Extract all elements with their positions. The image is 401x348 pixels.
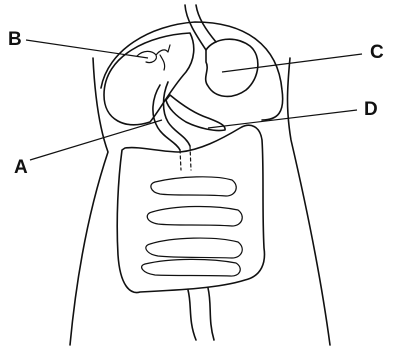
small-intestine-coil-3 [146,238,242,258]
label-d: D [364,99,378,120]
oesophagus-left-wall [185,5,206,50]
pancreas [166,95,225,131]
leader-line-d [208,110,357,128]
intestine-dashed-link [180,146,191,170]
rectum [188,288,214,340]
body-outline-left [70,58,108,345]
leader-line-a [30,120,162,160]
label-b: B [8,29,22,50]
label-a: A [14,157,28,178]
large-intestine [117,125,264,292]
liver [104,33,194,125]
leader-line-c [222,54,362,72]
small-intestine-coil-1 [151,177,236,196]
small-intestine-coil-4 [142,259,241,276]
leader-line-b [26,40,148,58]
label-c: C [370,42,384,63]
small-intestine-coil-2 [147,206,242,226]
body-outline-right [288,58,331,345]
